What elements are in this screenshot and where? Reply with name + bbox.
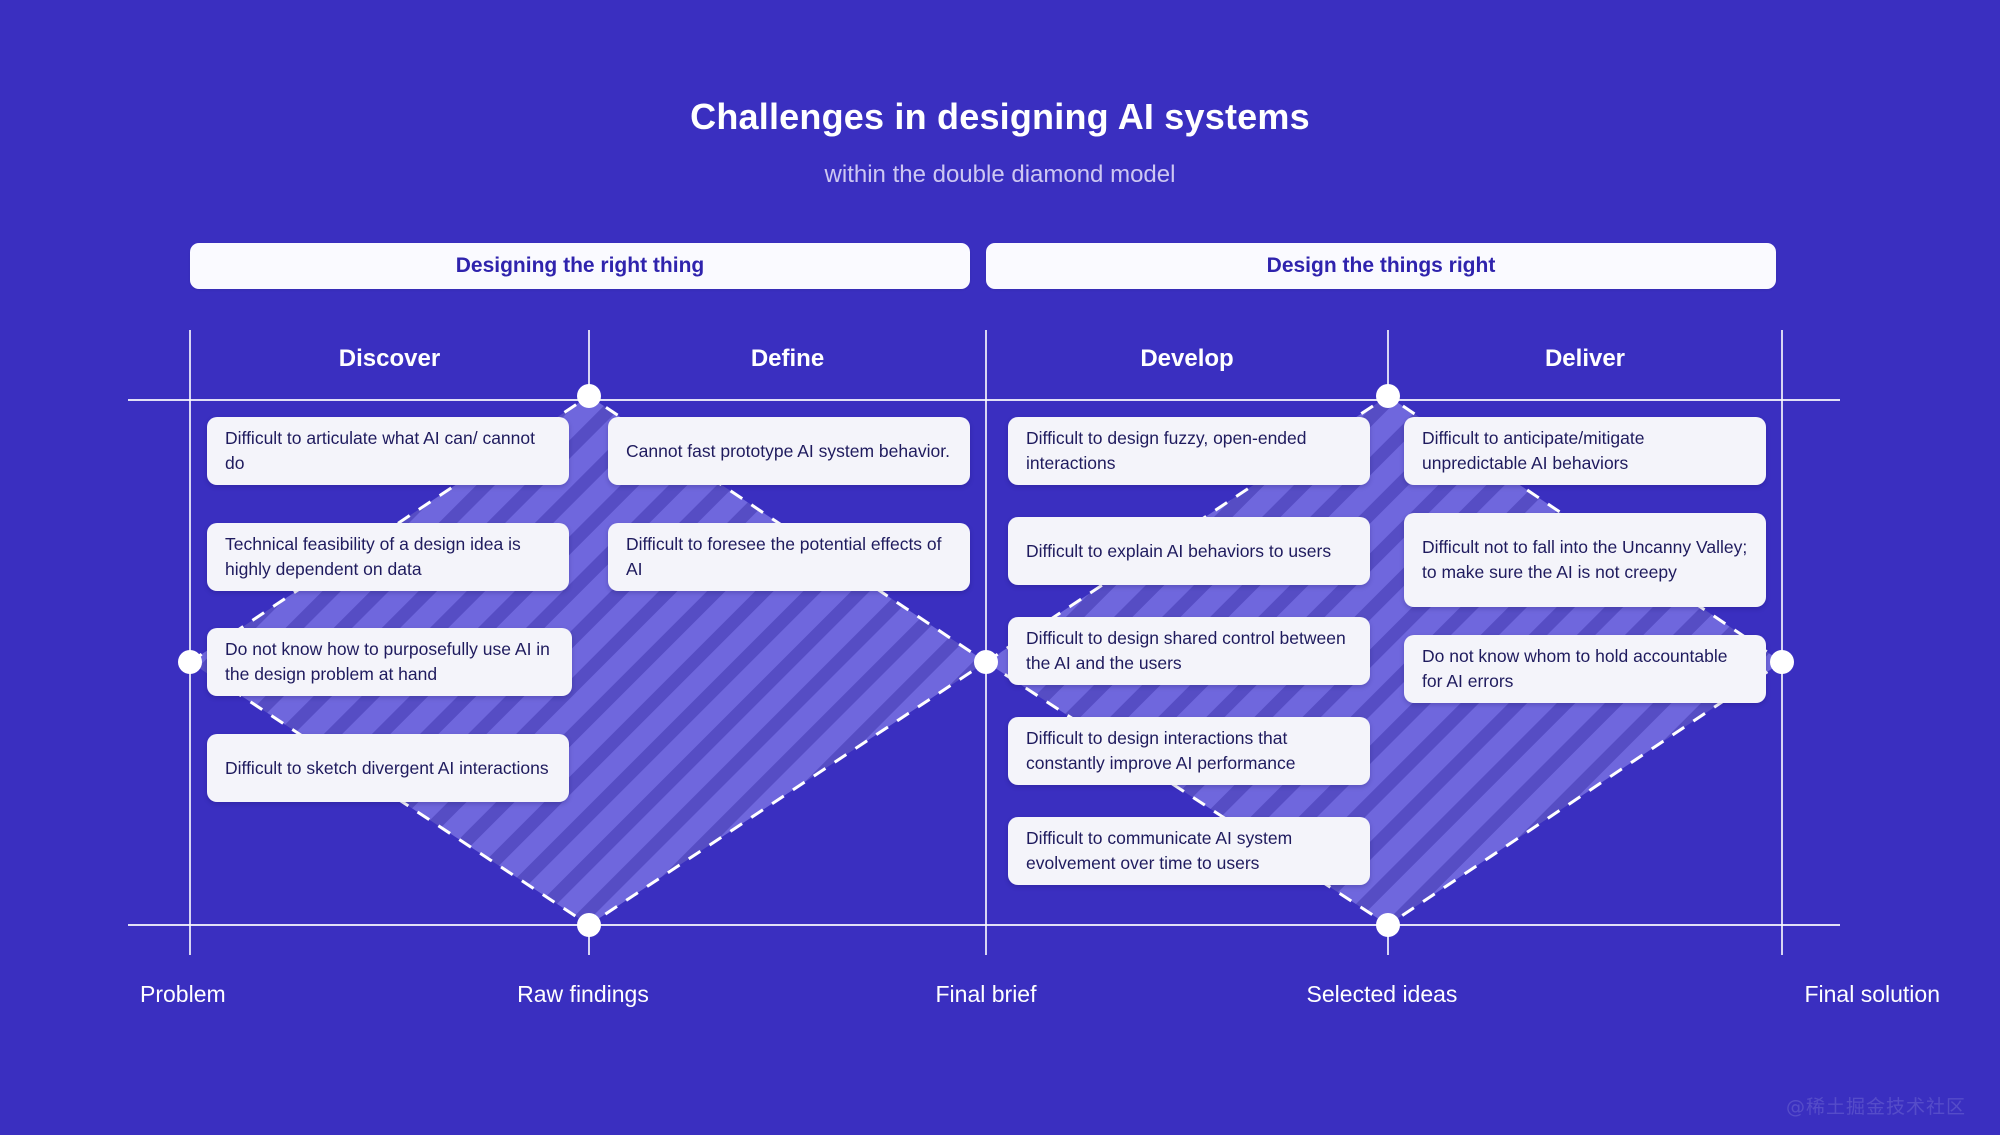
phase-label-discover: Discover <box>338 345 441 372</box>
milestone-selected-ideas: Selected ideas <box>1306 981 1458 1007</box>
phase-label-define: Define <box>750 345 825 372</box>
node-raw-findings <box>577 913 601 937</box>
challenge-card[interactable]: Difficult to anticipate/mitigate unpredi… <box>1404 417 1766 485</box>
challenge-card[interactable]: Cannot fast prototype AI system behavior… <box>608 417 970 485</box>
milestone-final-brief: Final brief <box>935 981 1037 1007</box>
node-develop-peak <box>1376 384 1400 408</box>
milestone-final-solution: Final solution <box>1804 981 1940 1007</box>
challenge-card[interactable]: Difficult to foresee the potential effec… <box>608 523 970 591</box>
challenge-card[interactable]: Difficult to explain AI behaviors to use… <box>1008 517 1370 585</box>
challenge-card[interactable]: Difficult to communicate AI system evolv… <box>1008 817 1370 885</box>
challenge-card[interactable]: Difficult to design interactions that co… <box>1008 717 1370 785</box>
challenge-card[interactable]: Difficult to sketch divergent AI interac… <box>207 734 569 802</box>
node-final-brief <box>974 650 998 674</box>
banner-designing-the-right-thing[interactable]: Designing the right thing <box>190 243 970 289</box>
page-subtitle: within the double diamond model <box>824 161 1176 188</box>
challenge-card[interactable]: Do not know whom to hold accountable for… <box>1404 635 1766 703</box>
challenge-card[interactable]: Difficult to design shared control betwe… <box>1008 617 1370 685</box>
phase-label-develop: Develop <box>1140 345 1234 372</box>
milestone-raw-findings: Raw findings <box>517 981 649 1007</box>
challenge-card[interactable]: Difficult to design fuzzy, open-ended in… <box>1008 417 1370 485</box>
node-final-solution <box>1770 650 1794 674</box>
banner-label: Design the things right <box>1266 254 1496 277</box>
page-title: Challenges in designing AI systems <box>690 96 1310 137</box>
node-problem <box>178 650 202 674</box>
challenge-card[interactable]: Technical feasibility of a design idea i… <box>207 523 569 591</box>
challenge-card[interactable]: Difficult to articulate what AI can/ can… <box>207 417 569 485</box>
watermark: @稀土掘金技术社区 <box>1785 1096 1966 1118</box>
challenge-card[interactable]: Difficult not to fall into the Uncanny V… <box>1404 513 1766 607</box>
banner-design-the-things-right[interactable]: Design the things right <box>986 243 1776 289</box>
phase-label-deliver: Deliver <box>1544 345 1626 372</box>
milestone-problem: Problem <box>140 981 226 1007</box>
node-discover-peak <box>577 384 601 408</box>
banner-label: Designing the right thing <box>455 254 705 277</box>
node-selected-ideas <box>1376 913 1400 937</box>
challenge-card[interactable]: Do not know how to purposefully use AI i… <box>207 628 572 696</box>
